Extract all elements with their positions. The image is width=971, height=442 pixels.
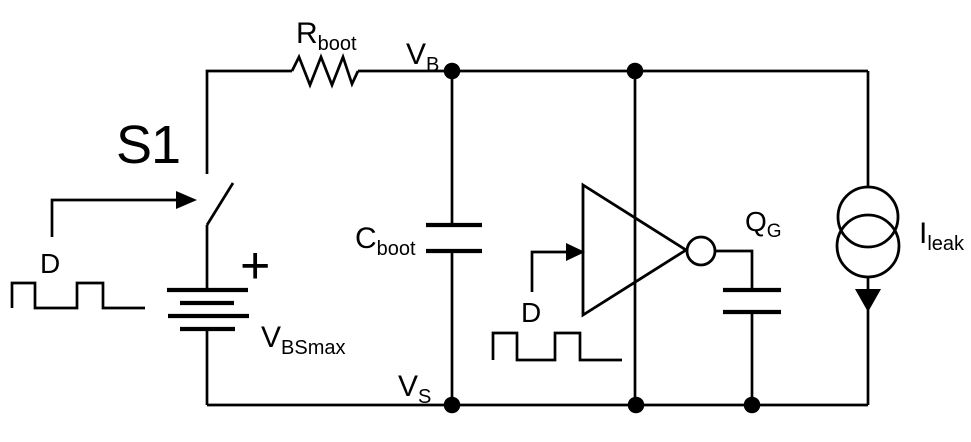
current-direction-arrow-icon xyxy=(855,289,881,312)
label-battery-plus: + xyxy=(240,237,270,295)
current-source-circle-top xyxy=(836,185,900,249)
current-source-ileak-symbol xyxy=(835,185,901,312)
gate-driver-symbol xyxy=(581,182,717,318)
s1-control-arrow-line xyxy=(50,198,176,237)
label-s1: S1 xyxy=(116,115,180,175)
capacitor-qg-symbol xyxy=(723,287,781,315)
wires xyxy=(205,69,870,407)
junction-dots xyxy=(443,62,761,414)
label-rboot: Rboot xyxy=(296,17,357,55)
node-dot-bottom-qg xyxy=(743,396,761,414)
label-vs: VS xyxy=(398,370,431,408)
s1-control-arrowhead-icon xyxy=(176,191,197,209)
node-dot-top-driver xyxy=(626,62,644,80)
driver-control-arrow xyxy=(530,243,585,292)
node-dot-bottom-driver xyxy=(627,396,645,414)
current-source-circle-bottom xyxy=(835,213,901,279)
node-dot-vs xyxy=(443,396,461,414)
label-ileak: Ileak xyxy=(919,217,965,255)
wire-top-left xyxy=(205,69,292,174)
pulse-waveform-d-driver xyxy=(491,331,622,362)
s1-control-arrow xyxy=(50,191,197,237)
wire-driver-output xyxy=(716,249,754,290)
capacitor-cboot-symbol xyxy=(426,222,482,254)
label-qg: QG xyxy=(745,206,782,242)
label-d-switch: D xyxy=(40,248,60,279)
label-vb: VB xyxy=(406,38,439,76)
driver-triangle xyxy=(581,182,689,318)
switch-blade xyxy=(205,182,235,226)
resistor-rboot-symbol xyxy=(290,53,360,89)
driver-control-arrow-line xyxy=(530,250,566,292)
battery-vbsmax-symbol xyxy=(167,287,249,332)
pulse-waveform-d-switch xyxy=(10,281,145,310)
switch-s1-symbol xyxy=(205,182,235,226)
driver-control-arrowhead-icon xyxy=(566,243,585,261)
driver-inversion-bubble xyxy=(685,235,717,267)
label-cboot: Cboot xyxy=(355,222,416,260)
label-vbsmax: VBSmax xyxy=(261,321,345,359)
node-dot-vb xyxy=(443,62,461,80)
label-d-driver: D xyxy=(521,297,541,328)
